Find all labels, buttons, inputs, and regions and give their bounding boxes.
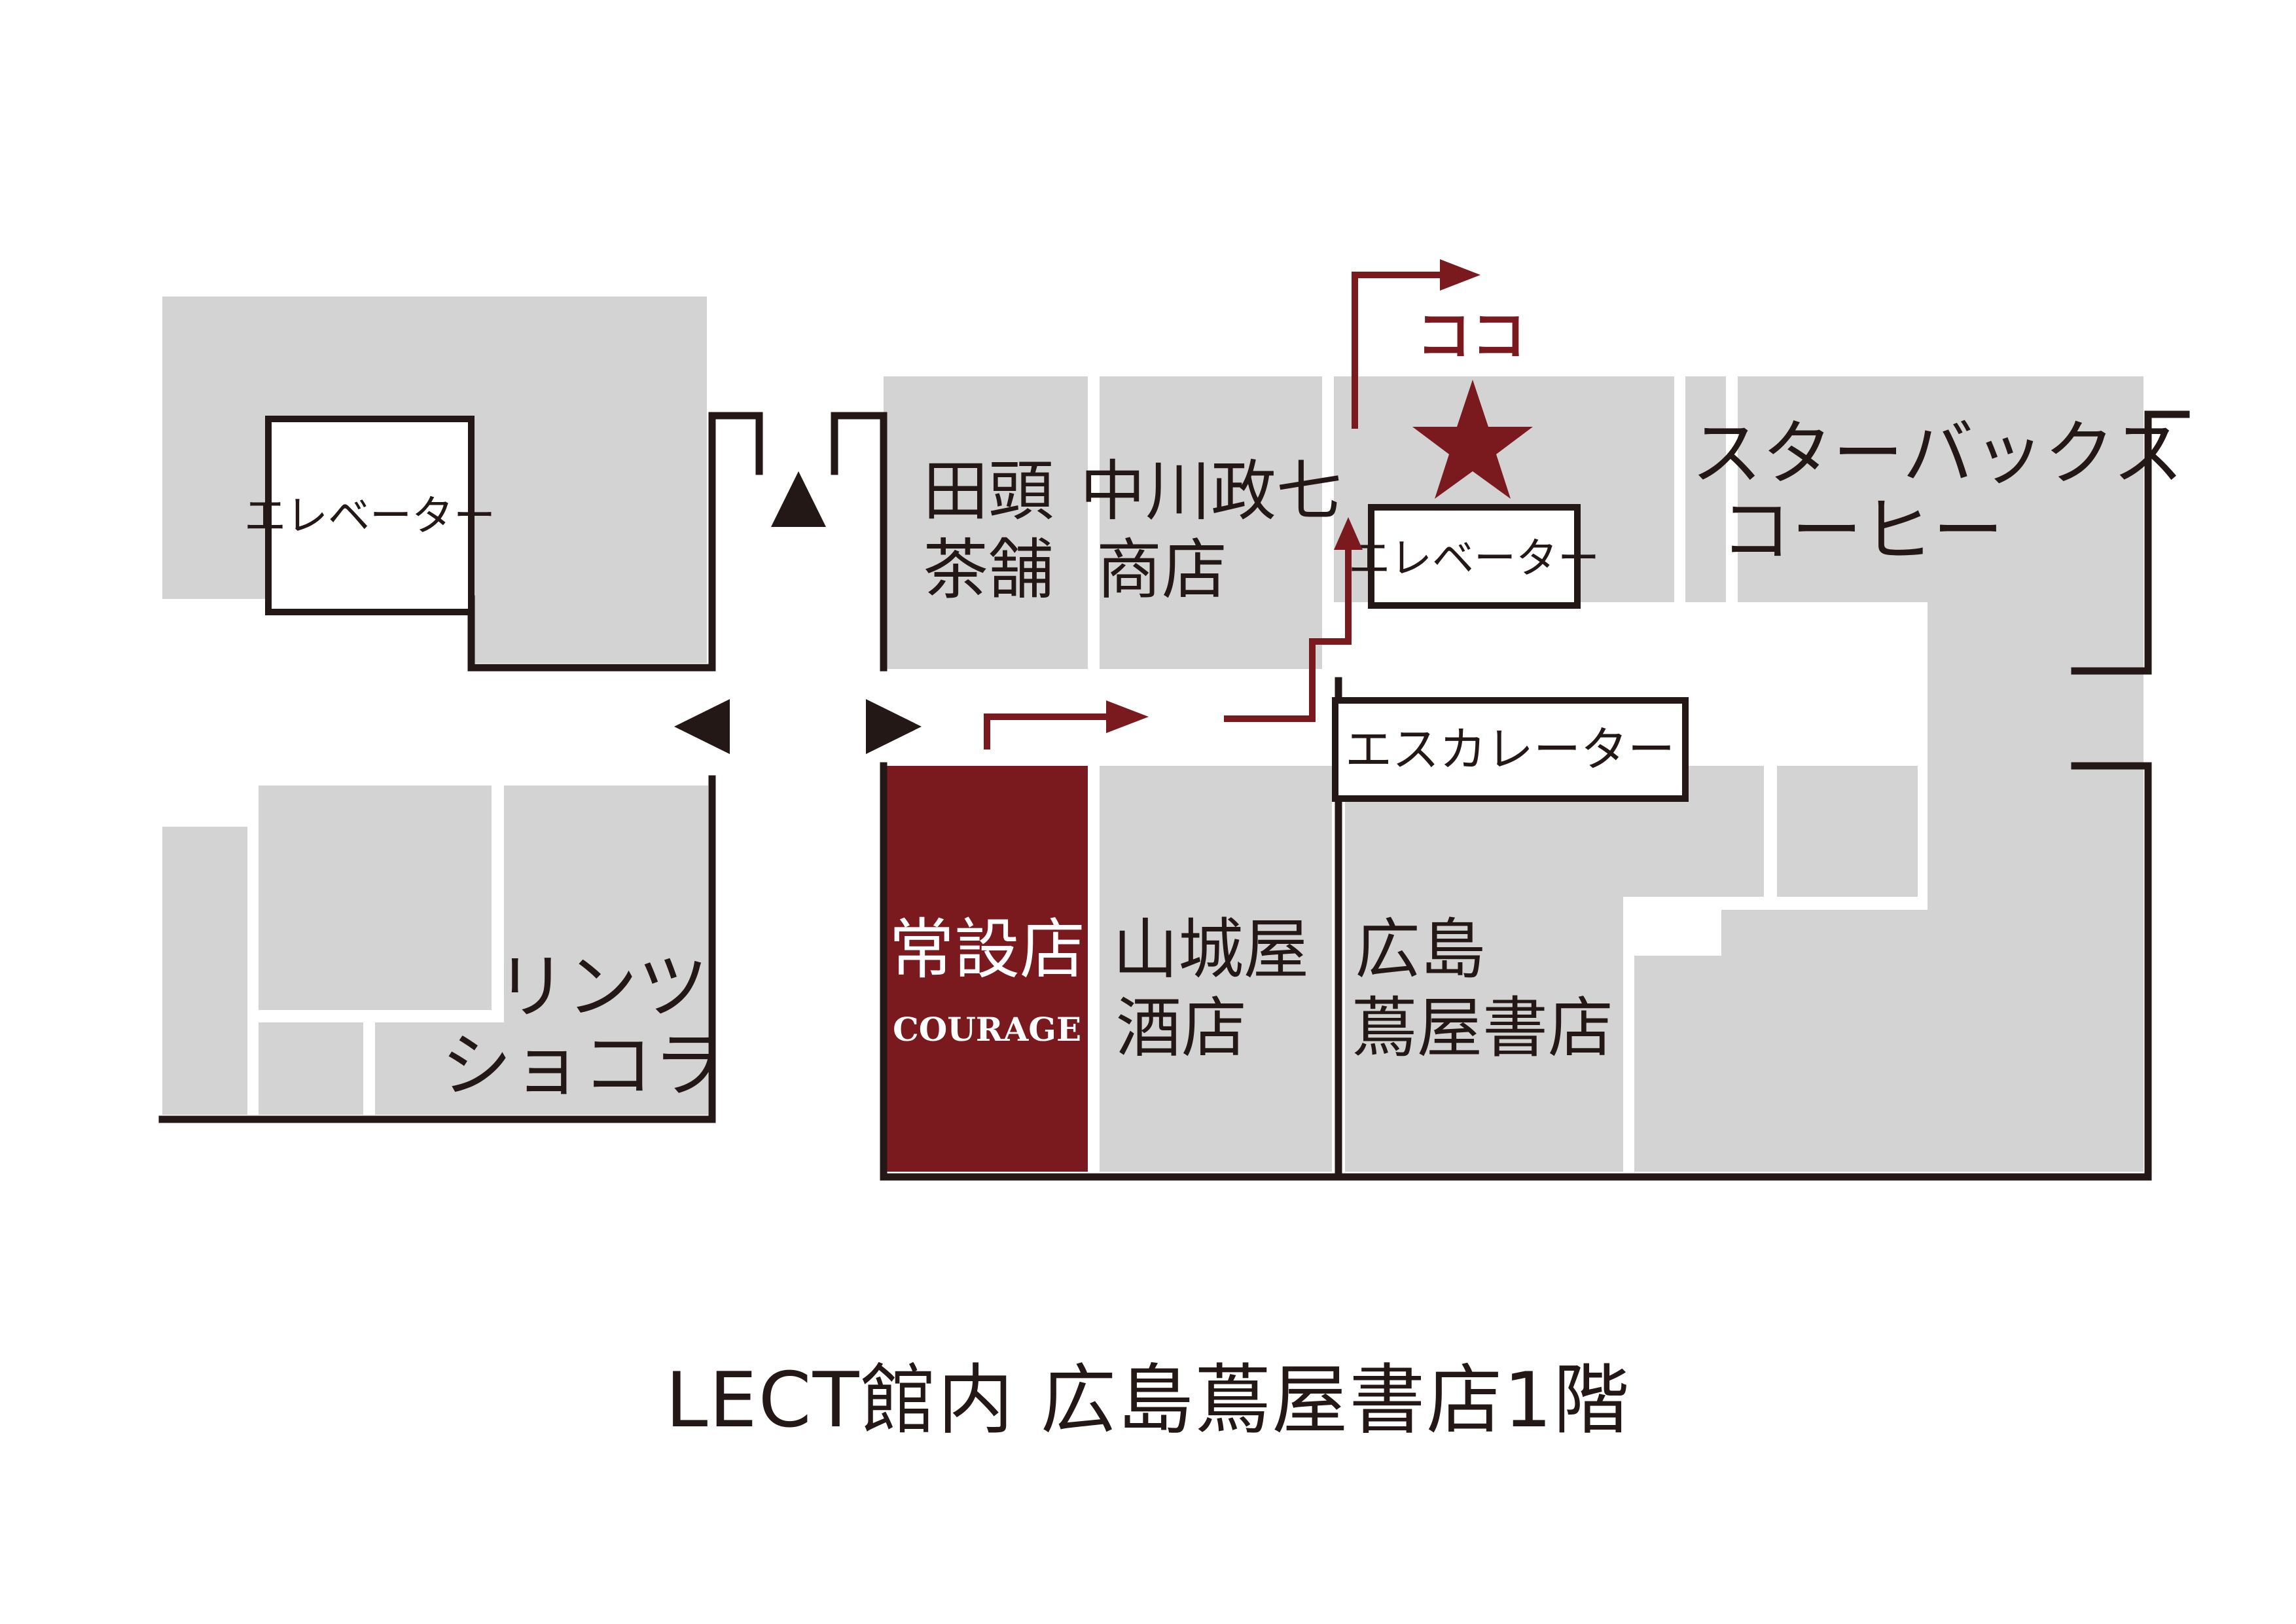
- courage-label-line2: COURAGE: [893, 1010, 1081, 1049]
- elevator-right-box: [1368, 504, 1581, 609]
- escalator-box: [1332, 697, 1689, 802]
- tagashira-label-line2: 茶舗: [923, 532, 1054, 608]
- elevator-left-label: エレベーター: [244, 492, 495, 541]
- left-lower-small-area: [162, 827, 247, 1115]
- triangle-up-icon: [771, 471, 826, 527]
- arrowhead-1: [1106, 700, 1149, 733]
- right-top-wall: [831, 412, 888, 672]
- nakagawa-label-line1: 中川政七: [1080, 453, 1342, 530]
- tagashira-label-line1: 田頭: [923, 453, 1054, 530]
- tsutaya-label-line2: 蔦屋書店: [1352, 990, 1613, 1066]
- lindt-area: [504, 785, 708, 1115]
- yamashiroya-area: [1100, 766, 1332, 1172]
- lindt-label-line2: ショコラ: [441, 1025, 724, 1107]
- left-lower-bottom-area-2: [375, 1022, 506, 1115]
- left-lower-bottom-area: [259, 1022, 363, 1115]
- marker-label: ココ: [1416, 304, 1526, 368]
- star-icon: [1412, 380, 1533, 499]
- right-column-area: [1634, 602, 2144, 1172]
- starbucks-label-line2: コーヒー: [1721, 490, 2003, 572]
- shop-labels: 田頭 茶舗 中川政七 商店 スターバックス コーヒー リンツ ショコラ 山城屋 …: [441, 413, 2183, 1107]
- elevator-left-box: [265, 416, 475, 615]
- triangle-arrow-icons: [674, 471, 922, 754]
- courage-label-line1: 常設店: [889, 911, 1085, 988]
- narrow-area: [1685, 376, 1726, 602]
- arrowhead-3: [1440, 259, 1480, 291]
- nakagawa-area: [1100, 376, 1322, 669]
- route-segment-3: [1352, 272, 1460, 429]
- starbucks-area: [1738, 376, 2144, 602]
- yamashiroya-label-line2: 酒店: [1116, 990, 1247, 1066]
- escalator-label: エスカレーター: [1345, 722, 1675, 777]
- walls: [158, 410, 2190, 1181]
- route-arrowheads: [1106, 259, 1480, 733]
- tagashira-area: [884, 376, 1088, 669]
- lower-right-box-area: [1777, 766, 1918, 897]
- nakagawa-label-line2: 商店: [1096, 532, 1227, 608]
- starbucks-label-line1: スターバックス: [1691, 413, 2183, 495]
- arrowhead-2: [1334, 517, 1363, 550]
- left-upper-wall: [467, 412, 763, 672]
- right-side-wall: [2071, 410, 2190, 675]
- left-lower-box-area: [259, 785, 492, 1010]
- stair-area: [1721, 910, 1918, 956]
- triangle-right-icon: [866, 699, 922, 754]
- courage-area[interactable]: [884, 766, 1088, 1172]
- triangle-left-icon: [674, 699, 730, 754]
- yamashiroya-label-line1: 山城屋: [1113, 911, 1309, 988]
- route-segment-1: [984, 713, 1126, 749]
- elevator-right-label: エレベーター: [1348, 535, 1600, 583]
- right-bottom-wall: [880, 762, 2152, 1181]
- route-segment-2: [1224, 537, 1352, 722]
- left-lower-wall: [158, 775, 716, 1123]
- lindt-label-line1: リンツ: [496, 947, 708, 1028]
- tsutaya-label-line1: 広島: [1355, 911, 1486, 988]
- map-caption: LECT館内 広島蔦屋書店1階: [665, 1356, 1631, 1445]
- route-arrow-icon: [984, 272, 1460, 749]
